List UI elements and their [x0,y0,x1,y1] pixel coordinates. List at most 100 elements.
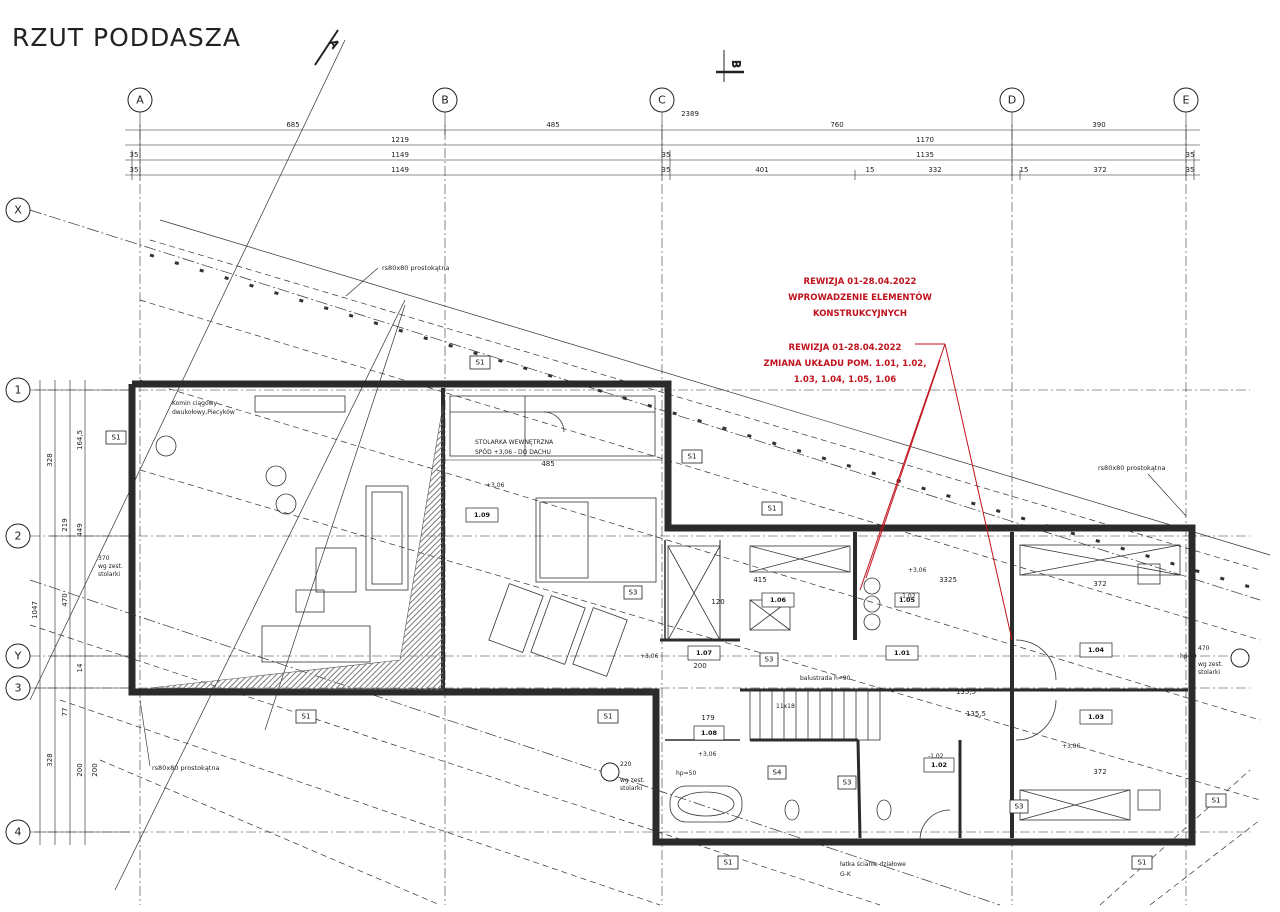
svg-text:stolarki: stolarki [620,785,642,792]
kitchen-unit [254,395,346,413]
svg-text:stolarki: stolarki [1198,669,1220,676]
section-markers: A B [314,29,744,82]
top-dimensions [125,122,1200,180]
svg-text:+3,06: +3,06 [486,482,505,489]
axis-marker-d: D [999,87,1025,113]
top-dimension-texts: 685 485 760 390 2389 1219 1170 35 1149 3… [130,110,1195,174]
level-markers: +3,06 +3,06 -1,02 +3,06 +3,06 -1,02 +3,0… [486,482,1081,760]
marker-s1-bottom-a: S1 [295,709,317,724]
armchair [315,547,357,593]
svg-text:S1: S1 [724,859,733,867]
svg-text:-1,02: -1,02 [900,593,916,600]
svg-text:wg zest.: wg zest. [98,563,123,570]
svg-text:1.03, 1.04, 1.05, 1.06: 1.03, 1.04, 1.05, 1.06 [794,375,897,385]
svg-text:685: 685 [286,121,299,129]
svg-text:370: 370 [98,555,110,562]
svg-text:35: 35 [130,166,139,174]
svg-text:328: 328 [46,453,54,466]
svg-text:179: 179 [701,714,714,722]
wardrobe [449,395,656,457]
komin-label-1: Komin ciągowy [172,400,218,407]
left-dimension-texts: 1047 328 219 470 77 328 164,5 449 14 200… [31,430,99,777]
bed [535,497,657,583]
room-1-01: 1.01 [885,645,919,661]
svg-text:135,5: 135,5 [966,710,986,718]
svg-text:G-K: G-K [840,871,852,878]
svg-text:REWIZJA 01-28.04.2022: REWIZJA 01-28.04.2022 [789,343,902,353]
marker-s3-a: S3 [623,585,643,600]
svg-text:S1: S1 [1212,797,1221,805]
svg-text:A: A [136,94,144,107]
svg-text:35: 35 [130,151,139,159]
section-b-label: B [730,60,743,68]
svg-text:S1: S1 [604,713,613,721]
svg-text:1.01: 1.01 [894,649,911,657]
stairs-label: 11x18 [776,703,795,710]
svg-text:200: 200 [693,662,706,670]
svg-text:E: E [1183,94,1190,107]
svg-text:+3,06: +3,06 [1062,743,1081,750]
svg-text:164,5: 164,5 [76,430,84,450]
svg-text:35: 35 [1186,151,1195,159]
axis-marker-1: 1 [5,377,31,403]
svg-text:2389: 2389 [681,110,699,118]
rs-label-right: rs80x80 prostokątna [1098,464,1165,472]
svg-text:+3,06: +3,06 [698,751,717,758]
marker-s1-bottom-e: S1 [1131,855,1153,870]
marker-s1-left: S1 [105,430,127,445]
revision-notes: REWIZJA 01-28.04.2022 WPROWADZENIE ELEME… [764,277,1013,641]
svg-text:449: 449 [76,523,84,536]
svg-text:1.02: 1.02 [931,761,947,769]
marker-s1-right: S1 [1205,793,1227,808]
svg-text:4: 4 [15,826,22,839]
left-dimensions [35,380,130,845]
svg-text:200: 200 [76,763,84,776]
svg-text:120: 120 [711,598,724,606]
svg-text:372: 372 [1093,580,1106,588]
svg-text:401: 401 [755,166,768,174]
svg-text:15: 15 [1020,166,1029,174]
svg-text:390: 390 [1092,121,1105,129]
svg-text:1.05: 1.05 [899,596,916,604]
marker-s3-c: S3 [837,775,857,790]
marker-s1-kitchen: S1 [681,449,703,464]
svg-text:Y: Y [14,650,22,663]
svg-text:S1: S1 [476,359,485,367]
axis-marker-a: A [127,87,153,113]
svg-text:470: 470 [61,593,69,606]
svg-text:1.09: 1.09 [474,511,491,519]
axis-marker-3: 3 [5,675,31,701]
row-axis-markers: 1 2 Y 3 4 X [5,197,31,845]
column-axis-markers: A B C D E [127,87,1199,113]
komin-label-2: dwukołowy,Piecyków [172,409,235,416]
svg-text:35: 35 [1186,166,1195,174]
axis-marker-x: X [5,197,31,223]
diagonal-roof-lines [29,39,1271,906]
svg-text:372: 372 [1093,166,1106,174]
svg-text:S3: S3 [1015,803,1024,811]
svg-text:X: X [14,204,22,217]
svg-text:485: 485 [546,121,559,129]
svg-text:S4: S4 [773,769,782,777]
staircase [749,689,881,741]
sofa [365,485,409,591]
section-a-label: A [326,37,341,50]
svg-text:2: 2 [15,530,22,543]
roof-slope-hatch [149,404,444,691]
svg-text:415: 415 [753,576,766,584]
svg-text:77: 77 [61,708,69,717]
toilet [784,799,800,821]
svg-text:wg zest.: wg zest. [620,777,645,784]
svg-text:wg zest.: wg zest. [1198,661,1223,668]
marker-s3-d: S3 [1009,799,1029,814]
svg-text:S1: S1 [688,453,697,461]
balustrada-label: balustrada h=90 [800,675,851,682]
marker-s1-bottom-c: S1 [717,855,739,870]
svg-text:+3,06: +3,06 [908,567,927,574]
svg-text:-1,02: -1,02 [928,753,944,760]
stolarka-label-2: SPÓD +3,06 - DO DACHU [475,449,551,456]
svg-text:470: 470 [1198,645,1210,652]
svg-text:200: 200 [91,763,99,776]
room-1-05: 1.05 [894,592,920,608]
svg-text:485: 485 [541,460,554,468]
